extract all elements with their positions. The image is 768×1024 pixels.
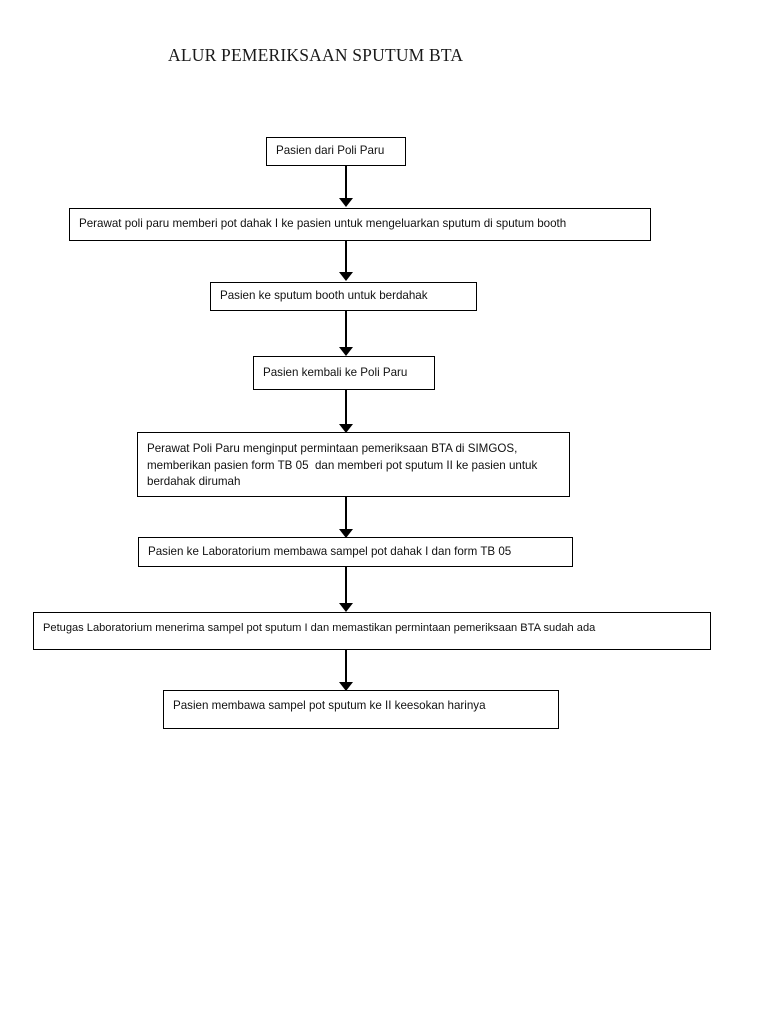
- flow-node-4-label: Pasien kembali ke Poli Paru: [263, 365, 408, 379]
- flow-node-8[interactable]: Pasien membawa sampel pot sputum ke II k…: [163, 690, 559, 729]
- flow-node-3-label: Pasien ke sputum booth untuk berdahak: [220, 289, 428, 303]
- flow-node-8-label: Pasien membawa sampel pot sputum ke II k…: [173, 699, 486, 712]
- flow-node-5[interactable]: Perawat Poli Paru menginput permintaan p…: [137, 432, 570, 497]
- flow-arrow-1: [339, 166, 353, 207]
- flow-node-2-label: Perawat poli paru memberi pot dahak I ke…: [79, 217, 567, 231]
- flow-node-2[interactable]: Perawat poli paru memberi pot dahak I ke…: [69, 208, 651, 241]
- flow-node-3[interactable]: Pasien ke sputum booth untuk berdahak: [210, 282, 477, 311]
- flow-node-1[interactable]: Pasien dari Poli Paru: [266, 137, 406, 166]
- flow-node-6[interactable]: Pasien ke Laboratorium membawa sampel po…: [138, 537, 573, 567]
- flow-node-7[interactable]: Petugas Laboratorium menerima sampel pot…: [33, 612, 711, 650]
- flow-arrow-4: [339, 390, 353, 433]
- flow-node-4[interactable]: Pasien kembali ke Poli Paru: [253, 356, 435, 390]
- flow-arrow-5: [339, 497, 353, 538]
- flow-node-5-label: Perawat Poli Paru menginput permintaan p…: [147, 442, 541, 488]
- flow-arrow-7: [339, 650, 353, 691]
- flow-node-7-label: Petugas Laboratorium menerima sampel pot…: [43, 622, 596, 634]
- flow-node-6-label: Pasien ke Laboratorium membawa sampel po…: [148, 544, 512, 558]
- flow-arrow-2: [339, 241, 353, 281]
- flow-arrow-6: [339, 567, 353, 612]
- page-title: ALUR PEMERIKSAAN SPUTUM BTA: [168, 45, 464, 65]
- flow-node-1-label: Pasien dari Poli Paru: [276, 144, 385, 158]
- flow-arrow-3: [339, 311, 353, 356]
